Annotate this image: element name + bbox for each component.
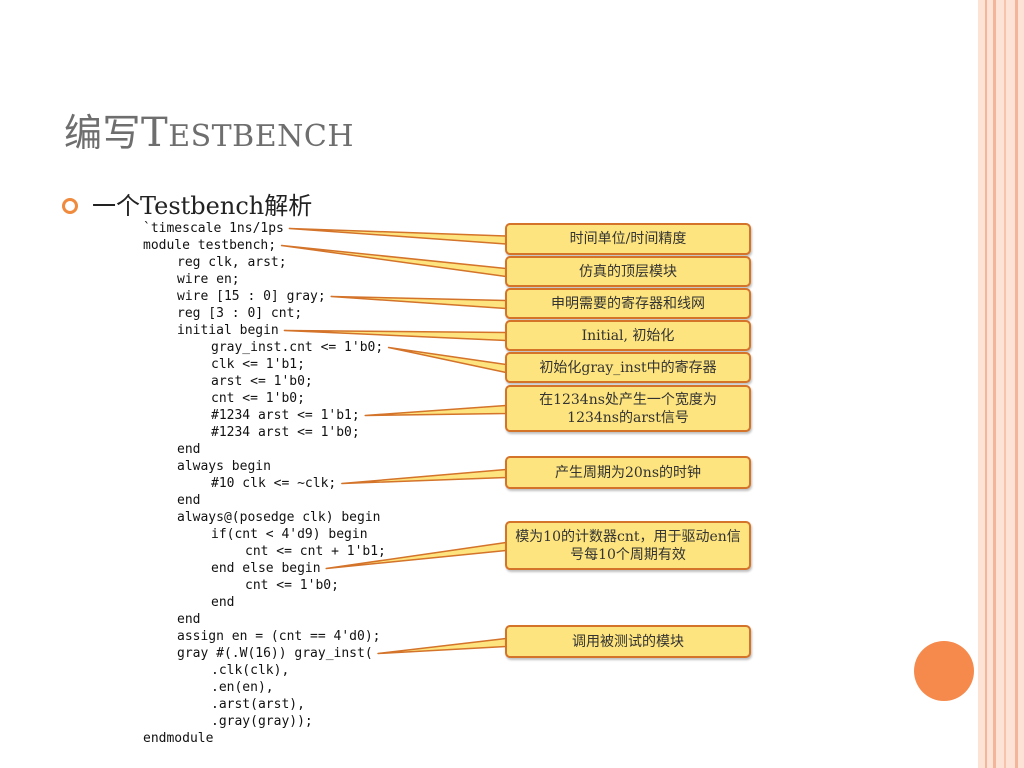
callout-pointer xyxy=(377,637,507,655)
title-initial: T xyxy=(141,110,169,156)
decor-circle xyxy=(914,641,974,701)
code-line: #10 clk <= ~clk; xyxy=(211,476,337,491)
callout-pointer xyxy=(364,404,507,417)
callout-text: 调用被测试的模块 xyxy=(572,633,684,650)
code-line: clk <= 1'b1; xyxy=(211,357,305,372)
code-line: always begin xyxy=(177,459,271,474)
callout-pointer xyxy=(280,244,507,278)
code-line: module testbench; xyxy=(143,238,277,253)
code-line: end xyxy=(177,442,201,457)
callout-box: Initial, 初始化 xyxy=(505,320,751,351)
code-line: .clk(clk), xyxy=(211,663,290,678)
callout-text: Initial, 初始化 xyxy=(581,327,675,344)
code-line: #1234 arst <= 1'b0; xyxy=(211,425,360,440)
code-line: cnt <= cnt + 1'b1; xyxy=(245,544,386,559)
code-line: reg [3 : 0] cnt; xyxy=(177,306,303,321)
callout-box: 时间单位/时间精度 xyxy=(505,223,751,255)
callout-text: 初始化gray_inst中的寄存器 xyxy=(539,359,717,376)
callout-text: 仿真的顶层模块 xyxy=(579,263,677,280)
code-line: cnt <= 1'b0; xyxy=(211,391,305,406)
decor-stripe-line xyxy=(1004,0,1006,768)
title-rest: ESTBENCH xyxy=(168,119,354,154)
code-line: `timescale 1ns/1ps xyxy=(143,221,284,236)
code-line: .en(en), xyxy=(211,680,274,695)
bullet-text: 一个Testbench解析 xyxy=(92,192,313,220)
code-line: #1234 arst <= 1'b1; xyxy=(211,408,360,423)
code-line: .gray(gray)); xyxy=(211,714,313,729)
callout-box: 仿真的顶层模块 xyxy=(505,256,751,287)
callout-text: 产生周期为20ns的时钟 xyxy=(554,464,701,481)
code-line: end xyxy=(177,612,201,627)
title-cjk: 编写 xyxy=(64,111,142,155)
bullet-circle-icon xyxy=(62,198,78,214)
code-line: end xyxy=(177,493,201,508)
decor-stripe-line xyxy=(1015,0,1018,768)
callout-box: 初始化gray_inst中的寄存器 xyxy=(505,352,751,383)
callout-pointer xyxy=(283,329,507,342)
code-line: if(cnt < 4'd9) begin xyxy=(211,527,368,542)
code-line: wire [15 : 0] gray; xyxy=(177,289,326,304)
decor-stripe-line xyxy=(985,0,987,768)
code-line: arst <= 1'b0; xyxy=(211,374,313,389)
callout-text: 时间单位/时间精度 xyxy=(569,231,687,247)
code-line: cnt <= 1'b0; xyxy=(245,578,339,593)
code-block: `timescale 1ns/1ps module testbench; reg c… xyxy=(143,220,386,747)
code-line: .arst(arst), xyxy=(211,697,305,712)
page-title: 编写TESTBENCH xyxy=(64,102,354,157)
callout-box: 在1234ns处产生一个宽度为1234ns的arst信号 xyxy=(505,385,751,432)
callout-text: 申明需要的寄存器和线网 xyxy=(551,295,705,312)
code-line: gray_inst.cnt <= 1'b0; xyxy=(211,340,384,355)
code-line: assign en = (cnt == 4'd0); xyxy=(177,629,381,644)
code-line: initial begin xyxy=(177,323,279,338)
callout-pointer xyxy=(325,541,507,570)
callout-pointer xyxy=(288,227,507,245)
callout-text: 在1234ns处产生一个宽度为1234ns的arst信号 xyxy=(539,391,717,426)
callout-box: 调用被测试的模块 xyxy=(505,625,751,658)
callout-pointer xyxy=(387,346,507,374)
code-line: gray #(.W(16)) gray_inst( xyxy=(177,646,373,661)
callout-pointer xyxy=(330,295,507,310)
code-line: end else begin xyxy=(211,561,321,576)
callout-text: 模为10的计数器cnt，用于驱动en信号每10个周期有效 xyxy=(515,528,741,563)
code-line: endmodule xyxy=(143,731,214,746)
code-line: reg clk, arst; xyxy=(177,255,287,270)
code-line: end xyxy=(211,595,235,610)
callout-box: 模为10的计数器cnt，用于驱动en信号每10个周期有效 xyxy=(505,521,751,570)
code-line: always@(posedge clk) begin xyxy=(177,510,381,525)
code-line: wire en; xyxy=(177,272,240,287)
callout-box: 申明需要的寄存器和线网 xyxy=(505,288,751,319)
decor-stripe-line xyxy=(993,0,996,768)
callout-box: 产生周期为20ns的时钟 xyxy=(505,456,751,489)
callout-pointer xyxy=(341,468,507,485)
